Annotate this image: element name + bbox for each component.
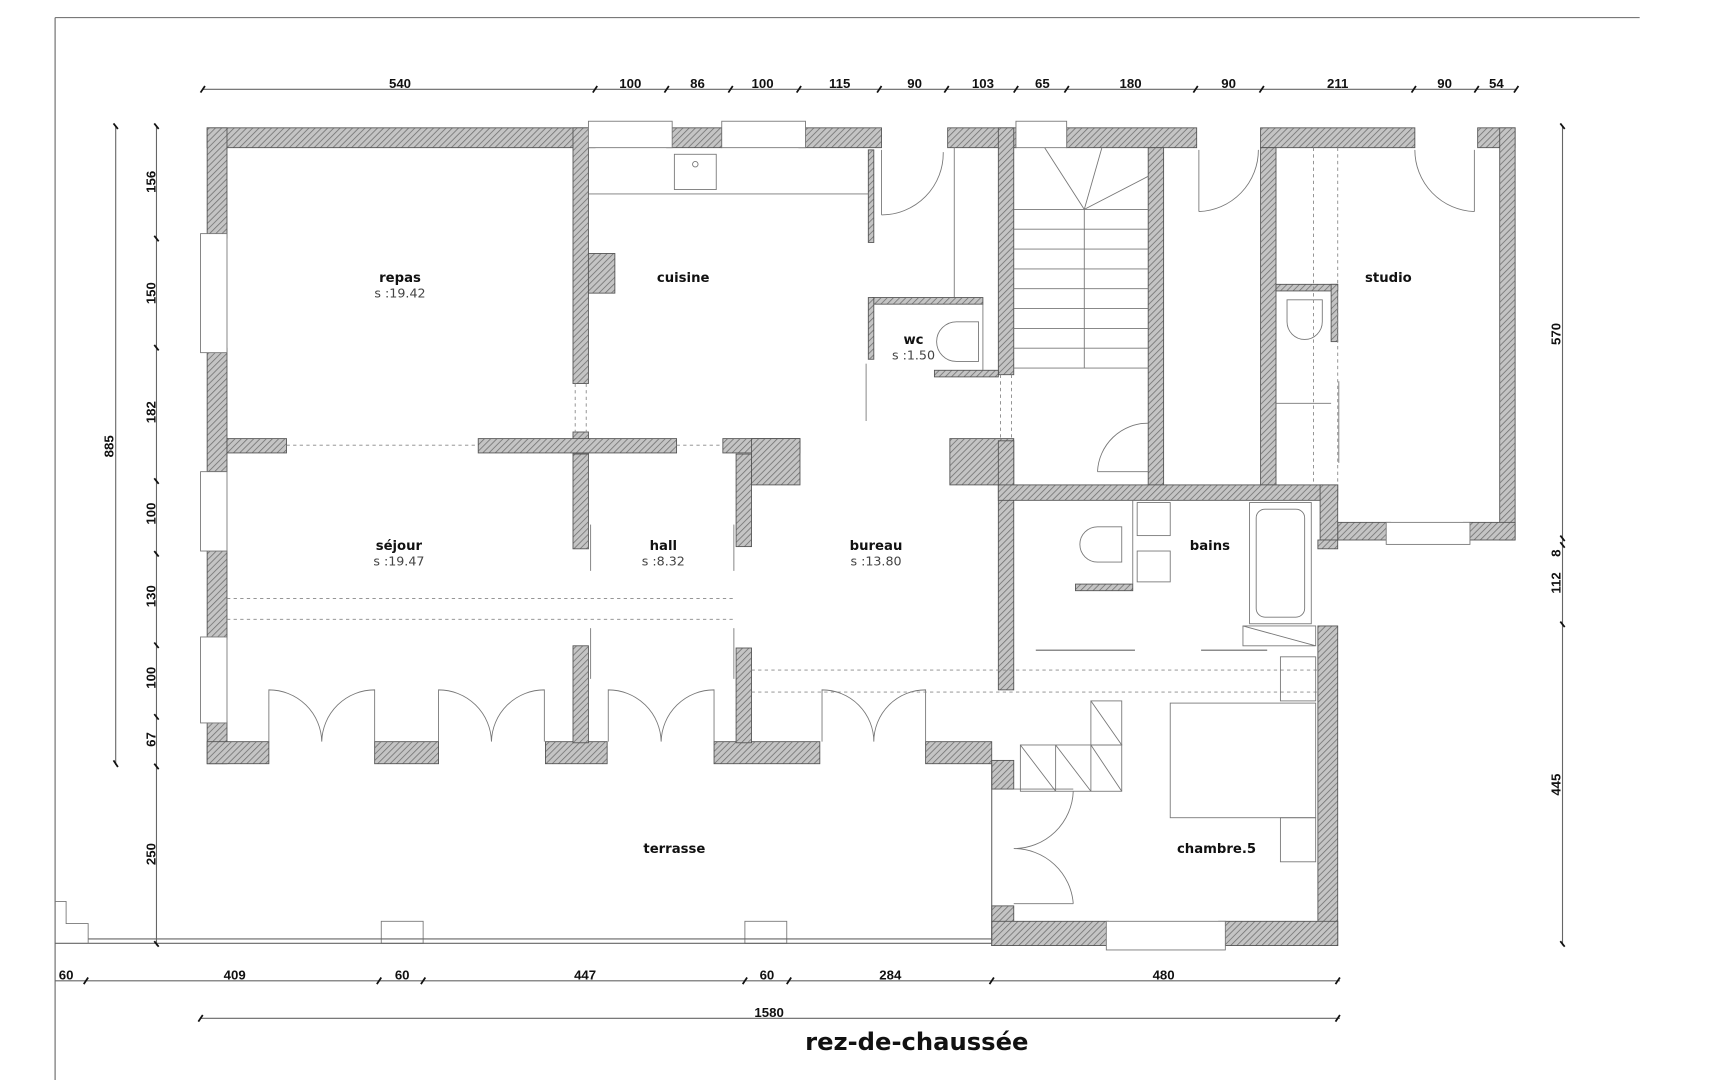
dim-bottom-total: 1580 bbox=[754, 1005, 783, 1020]
dim-left-7: 250 bbox=[143, 843, 158, 865]
dim-right-3: 445 bbox=[1548, 774, 1563, 796]
dim-top-10: 211 bbox=[1327, 76, 1348, 91]
room-name-bureau: bureau bbox=[850, 539, 903, 554]
room-area-repas: s :19.42 bbox=[374, 286, 425, 301]
dim-top-2: 86 bbox=[690, 76, 705, 91]
dimension-line-right: 570 8 112 445 bbox=[1548, 122, 1566, 948]
plan-title: rez-de-chaussée bbox=[805, 1027, 1028, 1056]
dim-top-0: 540 bbox=[389, 76, 411, 91]
room-name-bains: bains bbox=[1190, 539, 1230, 554]
dim-left-2: 182 bbox=[143, 401, 158, 423]
room-name-studio: studio bbox=[1365, 271, 1412, 286]
dim-top-5: 90 bbox=[907, 76, 922, 91]
room-name-chambre5: chambre.5 bbox=[1177, 842, 1256, 857]
room-name-cuisine: cuisine bbox=[657, 271, 710, 286]
dim-bottom-5: 284 bbox=[879, 968, 902, 983]
dim-top-11: 90 bbox=[1437, 76, 1452, 91]
room-labels: repas s :19.42 cuisine wc s :1.50 studio… bbox=[373, 271, 1411, 857]
dim-top-8: 180 bbox=[1120, 76, 1142, 91]
dim-left-6: 67 bbox=[143, 732, 158, 747]
dim-bottom-1: 409 bbox=[224, 968, 246, 983]
dim-right-2: 112 bbox=[1548, 572, 1563, 593]
room-name-wc: wc bbox=[903, 333, 923, 348]
fixtures bbox=[55, 147, 1475, 944]
dim-left-0: 156 bbox=[143, 171, 158, 193]
dimension-line-left: 885 156 150 182 100 130 100 67 250 bbox=[101, 122, 160, 948]
windows bbox=[200, 120, 1471, 951]
dim-bottom-4: 60 bbox=[760, 968, 775, 983]
dim-left-4: 130 bbox=[143, 585, 158, 607]
dimension-line-top: 540 100 86 100 115 90 103 65 180 90 211 … bbox=[199, 76, 1520, 94]
room-area-sejour: s :19.47 bbox=[373, 553, 424, 568]
room-area-bureau: s :13.80 bbox=[850, 553, 901, 568]
page-frame bbox=[54, 17, 1640, 1080]
dim-bottom-6: 480 bbox=[1153, 968, 1175, 983]
dim-top-1: 100 bbox=[619, 76, 641, 91]
walls bbox=[206, 127, 1516, 946]
dim-left-total: 885 bbox=[101, 435, 116, 457]
staircase bbox=[1013, 147, 1149, 369]
dim-right-0: 570 bbox=[1548, 323, 1563, 345]
dim-top-9: 90 bbox=[1221, 76, 1236, 91]
dim-left-3: 100 bbox=[143, 503, 158, 525]
dim-bottom-0: 60 bbox=[59, 968, 74, 983]
room-area-wc: s :1.50 bbox=[892, 347, 935, 362]
dim-left-5: 100 bbox=[143, 667, 158, 689]
dim-right-1: 8 bbox=[1548, 550, 1563, 557]
room-name-hall: hall bbox=[650, 539, 677, 554]
room-name-terrasse: terrasse bbox=[643, 842, 705, 857]
dim-bottom-2: 60 bbox=[395, 968, 410, 983]
dim-bottom-3: 447 bbox=[574, 968, 596, 983]
room-name-repas: repas bbox=[379, 271, 421, 286]
dim-top-3: 100 bbox=[751, 76, 773, 91]
room-name-sejour: séjour bbox=[376, 538, 423, 554]
dimension-line-bottom: 60 409 60 447 60 284 480 1580 bbox=[55, 968, 1341, 1023]
dim-top-6: 103 bbox=[972, 76, 994, 91]
dim-top-4: 115 bbox=[829, 76, 850, 91]
dim-top-7: 65 bbox=[1035, 76, 1050, 91]
dim-top-12: 54 bbox=[1489, 76, 1504, 91]
dim-left-1: 150 bbox=[143, 282, 158, 304]
room-area-hall: s :8.32 bbox=[642, 553, 685, 568]
